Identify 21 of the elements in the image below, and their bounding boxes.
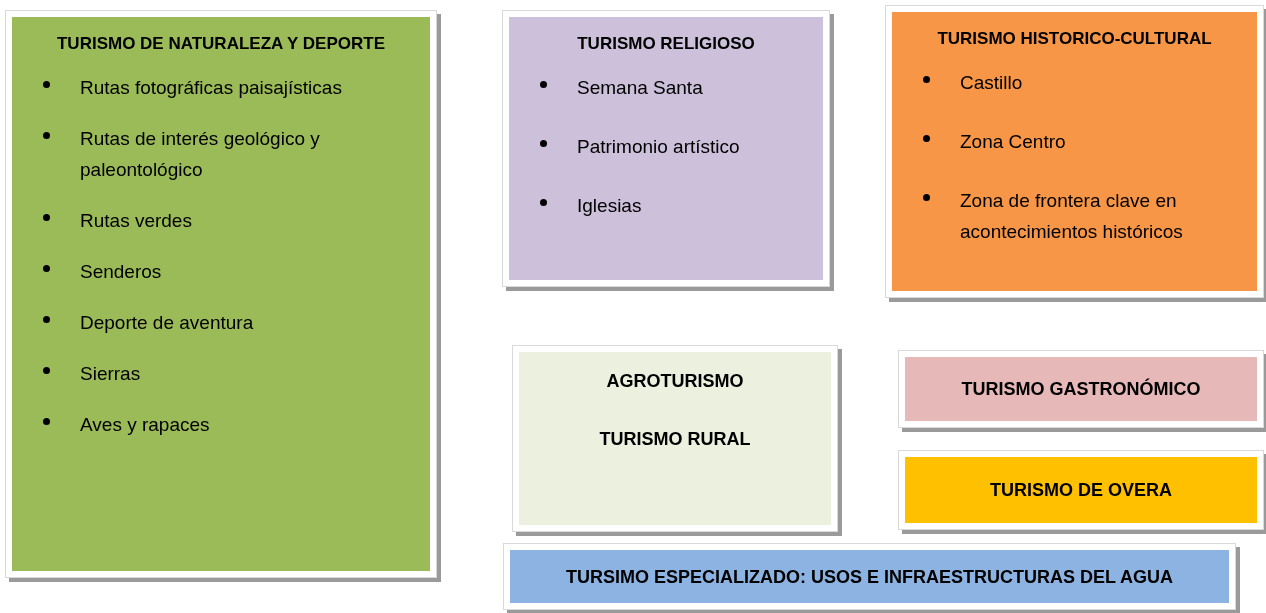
card-heading: TURISMO RELIGIOSO: [576, 33, 756, 55]
list-item: Zona de frontera clave en acontecimientos históricos: [960, 189, 1184, 244]
card-heading: TURISMO RURAL: [599, 428, 751, 451]
list-item: Senderos: [80, 260, 162, 284]
card-heading: TURSIMO ESPECIALIZADO: USOS E INFRAESTRUCTURAS DEL AGUA: [566, 565, 1173, 589]
card-heading: TURISMO DE NATURALEZA Y DEPORTE: [55, 33, 387, 55]
list-item: Sierras: [80, 362, 141, 386]
card-heading: TURISMO GASTRONÓMICO: [961, 377, 1201, 401]
list-item: Zona Centro: [960, 130, 1066, 154]
list-item: Castillo: [960, 71, 1023, 95]
card-heading: TURISMO DE OVERA: [990, 479, 1172, 502]
list-item: Rutas de interés geológico y paleontológico: [80, 127, 321, 182]
card-heading: TURISMO HISTORICO-CULTURAL: [936, 28, 1213, 50]
list-item: Deporte de aventura: [80, 311, 254, 335]
list-item: Iglesias: [577, 194, 642, 218]
list-item: Semana Santa: [577, 76, 703, 100]
list-item: Rutas fotográficas paisajísticas: [80, 76, 342, 100]
list-item: Aves y rapaces: [80, 413, 210, 437]
list-item: Rutas verdes: [80, 209, 192, 233]
card-heading: AGROTURISMO: [606, 370, 744, 393]
list-item: Patrimonio artístico: [577, 135, 740, 159]
